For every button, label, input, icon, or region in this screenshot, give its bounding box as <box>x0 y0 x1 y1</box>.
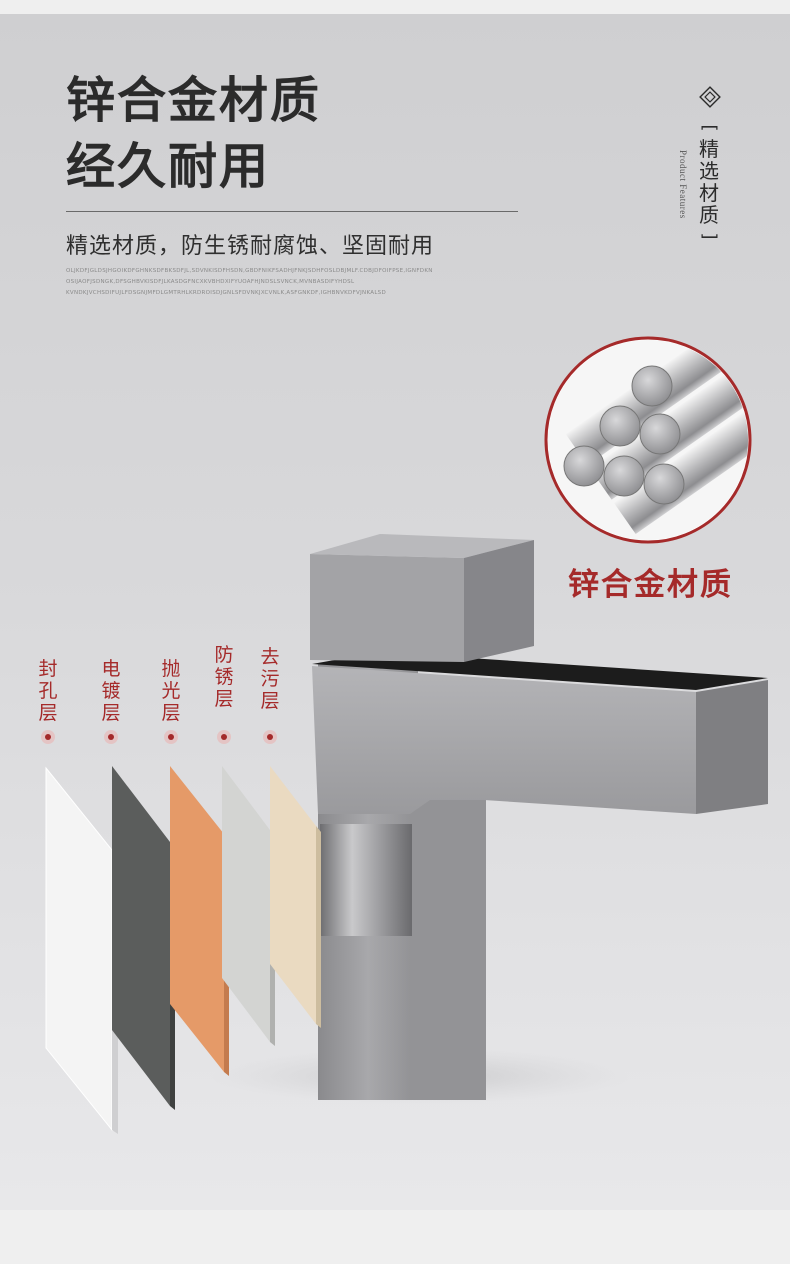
layer-dot-icon <box>164 730 178 744</box>
layer-label-polishing: 抛光层 <box>161 658 181 724</box>
subtitle: 精选材质，防生锈耐腐蚀、坚固耐用 <box>66 234 435 259</box>
material-label: 锌合金材质 <box>568 567 733 603</box>
zinc-rods-image <box>544 336 752 544</box>
product-illustration <box>45 534 768 1134</box>
micro-text-line-1: OLJKDFJGLDSJHGOIKDFGHNKSDFBKSDFJL,SDVNKI… <box>66 268 433 274</box>
layer-dot-icon <box>217 730 231 744</box>
micro-text-line-2: OSIJAOFJSDNGK,DFSGHBVKISDFJLKASDGFNCXKVB… <box>66 279 355 285</box>
side-vertical-title: 精选材质 <box>699 137 719 227</box>
side-english-caption: Product Features <box>678 150 688 219</box>
layer-dot-icon <box>263 730 277 744</box>
micro-text-line-3: KVNDKJVCHSDIFUJLFDSGNJMFDLGMTRHLKRDROISD… <box>66 290 387 296</box>
feature-panel: 锌合金材质 经久耐用 精选材质，防生锈耐腐蚀、坚固耐用 OLJKDFJGLDSJ… <box>0 14 790 1210</box>
top-strip <box>0 0 790 14</box>
side-caption: [ 精选材质 ] <box>694 118 724 246</box>
headline-line-2: 经久耐用 <box>66 138 271 195</box>
diamond-icon <box>699 86 721 108</box>
layer-label-antirust: 防锈层 <box>214 644 234 710</box>
headline-line-1: 锌合金材质 <box>66 72 322 129</box>
layer-label-sealing: 封孔层 <box>38 658 58 724</box>
layer-dot-icon <box>104 730 118 744</box>
divider-line <box>66 211 518 212</box>
layer-label-plating: 电镀层 <box>101 658 121 724</box>
bottom-strip <box>0 1210 790 1264</box>
layer-label-antistain: 去污层 <box>260 646 280 712</box>
layer-dot-icon <box>41 730 55 744</box>
